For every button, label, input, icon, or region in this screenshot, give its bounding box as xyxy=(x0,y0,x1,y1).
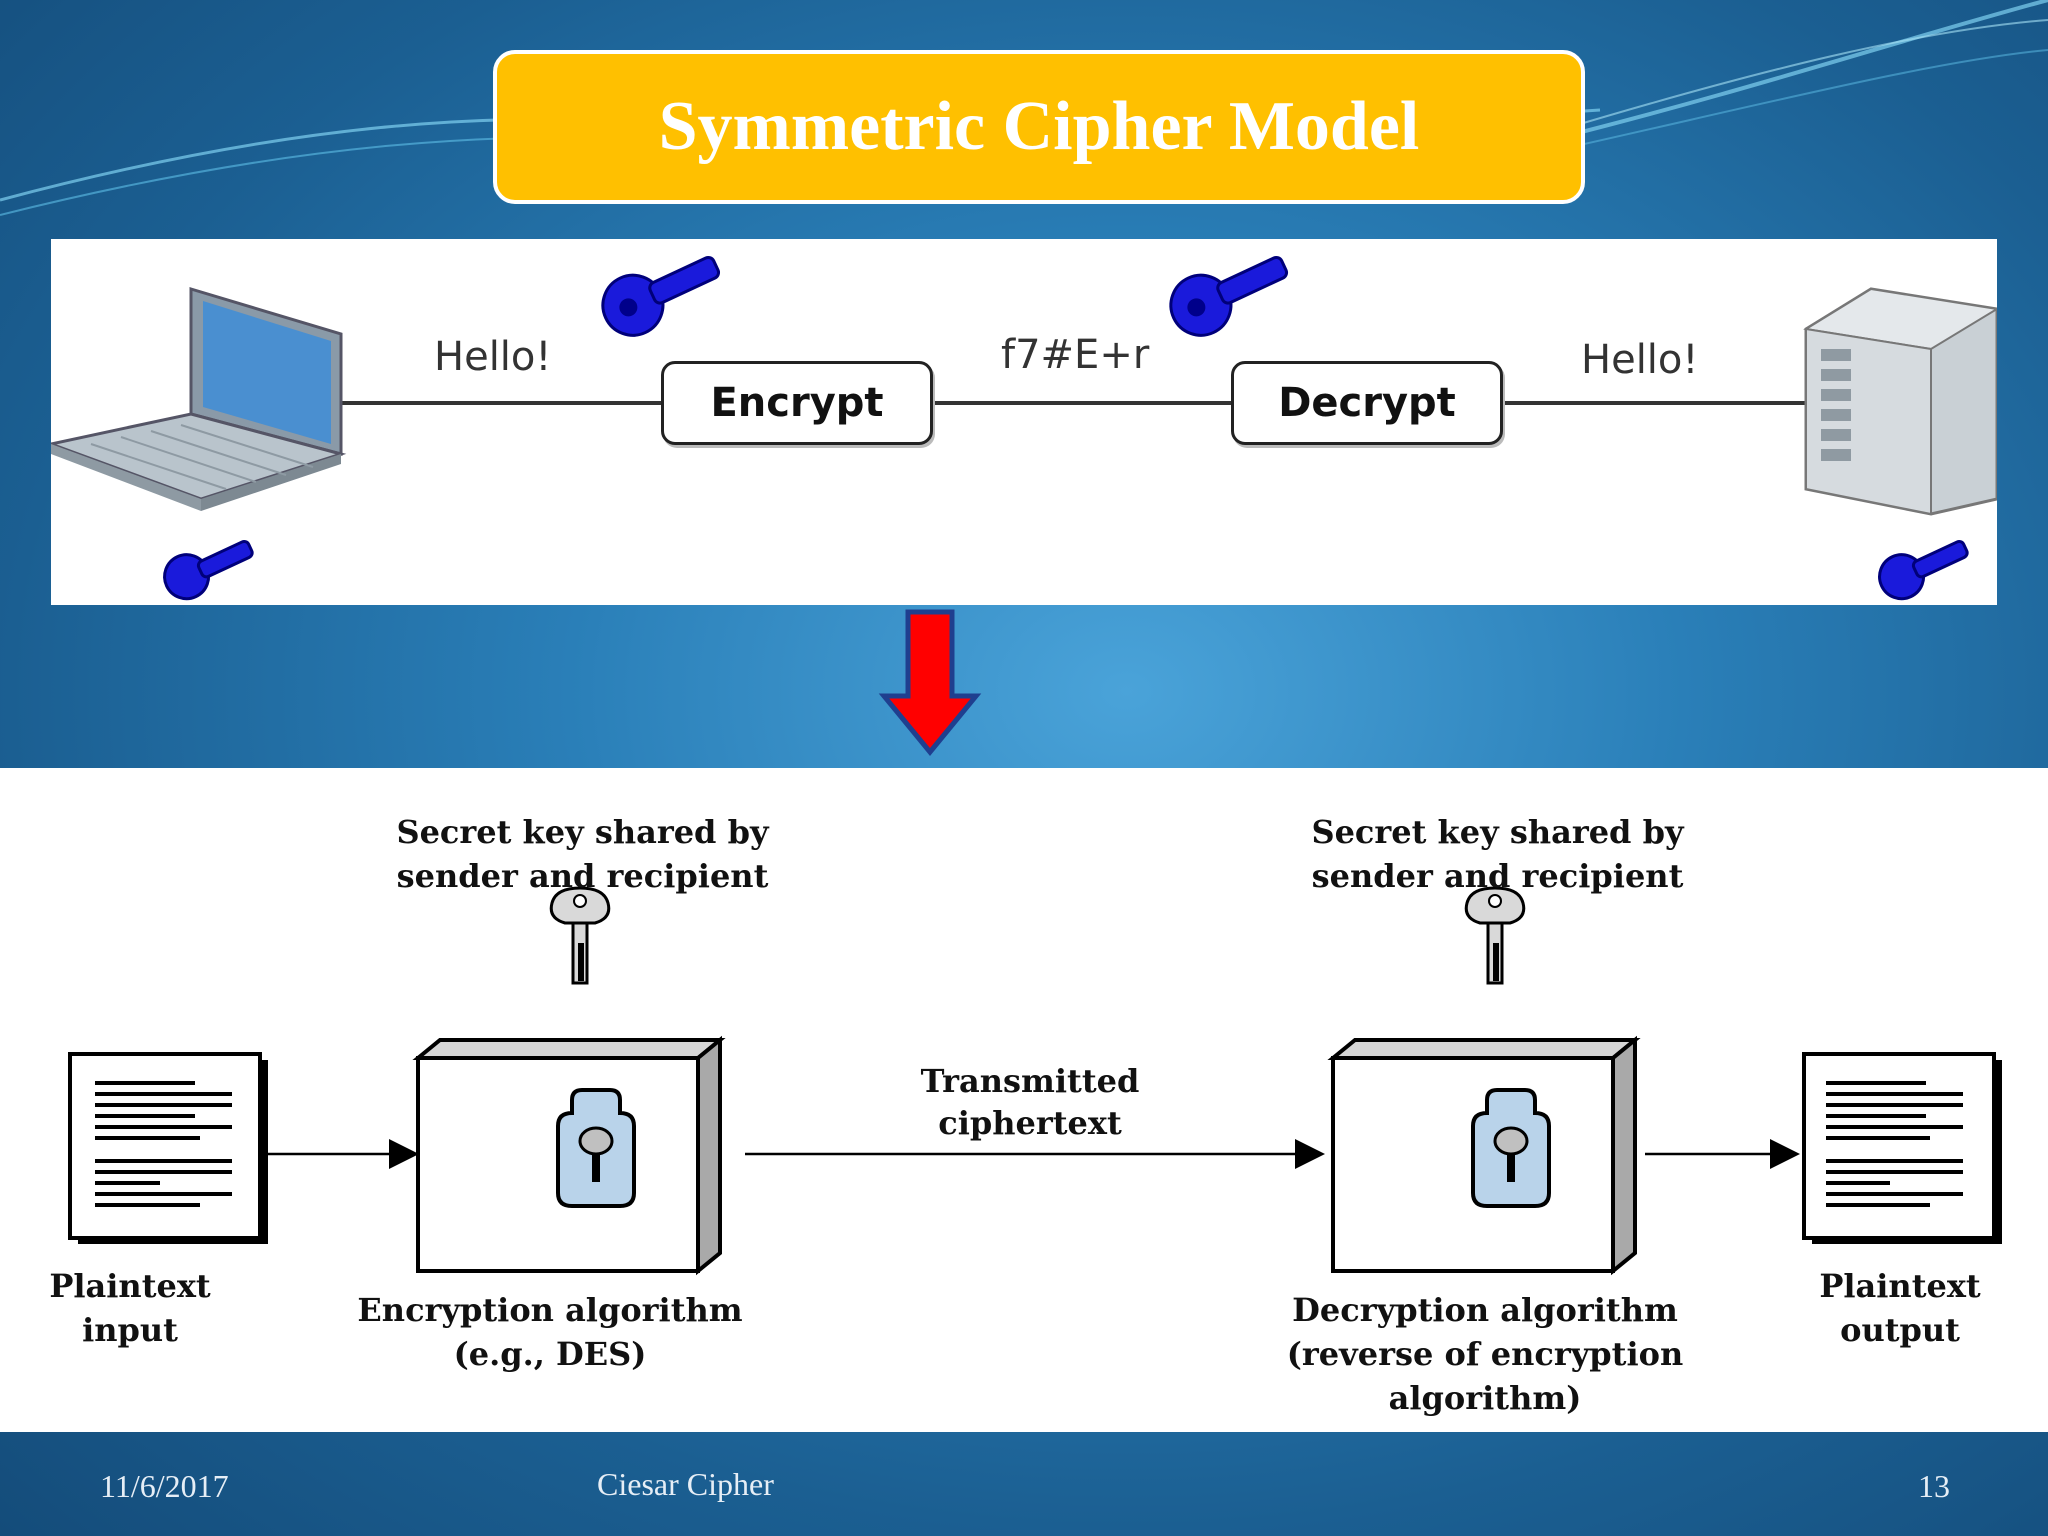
key-icon-encrypt xyxy=(601,255,721,337)
slide-title: Symmetric Cipher Model xyxy=(658,88,1420,165)
encryption-algorithm-line1: Encryption algorithm xyxy=(357,1291,743,1329)
plaintext-input-label: Plaintext input xyxy=(30,1264,230,1352)
plaintext-input-document-icon xyxy=(68,1052,268,1244)
plaintext-right-label: Hello! xyxy=(1581,337,1699,383)
decryption-algorithm-line1: Decryption algorithm xyxy=(1292,1291,1678,1329)
footer-page-number: 13 xyxy=(1918,1468,1950,1504)
network-diagram: Hello! Encrypt f7#E+r Decrypt Hello! xyxy=(51,239,1997,605)
key-icon-recipient xyxy=(1878,539,1969,601)
transmitted-ciphertext-label: Transmitted ciphertext xyxy=(880,1060,1180,1144)
lock-icon-encryption xyxy=(556,1088,636,1208)
plaintext-input-line1: Plaintext xyxy=(49,1267,211,1305)
secret-key-left-line1: Secret key shared by xyxy=(396,813,769,851)
ciphertext-label: f7#E+r xyxy=(1001,332,1150,378)
footer-date: 11/6/2017 xyxy=(100,1468,229,1504)
encryption-algorithm-label: Encryption algorithm (e.g., DES) xyxy=(330,1288,770,1376)
footer-title: Ciesar Cipher xyxy=(597,1466,774,1502)
key-icon-shared-right xyxy=(1464,886,1526,985)
title-banner: Symmetric Cipher Model xyxy=(493,50,1585,204)
plaintext-output-line2: output xyxy=(1840,1311,1960,1349)
decrypt-box: Decrypt xyxy=(1231,361,1503,445)
plaintext-left-label: Hello! xyxy=(434,334,552,380)
secret-key-label-right: Secret key shared by sender and recipien… xyxy=(1285,810,1710,898)
cipher-model-canvas xyxy=(68,886,2002,1276)
network-diagram-canvas xyxy=(51,255,1997,601)
plaintext-output-document-icon xyxy=(1802,1052,2002,1244)
secret-key-left-line2: sender and recipient xyxy=(396,857,769,895)
secret-key-right-line2: sender and recipient xyxy=(1311,857,1684,895)
transmitted-line1: Transmitted xyxy=(920,1062,1140,1100)
key-icon-decrypt xyxy=(1169,255,1289,337)
plaintext-input-line2: input xyxy=(82,1311,178,1349)
key-icon-sender xyxy=(163,539,254,601)
lock-icon-decryption xyxy=(1471,1088,1551,1208)
key-icon-shared-left xyxy=(549,886,611,985)
decryption-algorithm-line3: algorithm) xyxy=(1388,1379,1582,1417)
transmitted-line2: ciphertext xyxy=(938,1104,1122,1142)
plaintext-output-label: Plaintext output xyxy=(1800,1264,2000,1352)
server-icon xyxy=(1803,287,1997,516)
decryption-algorithm-label: Decryption algorithm (reverse of encrypt… xyxy=(1255,1288,1715,1420)
encryption-algorithm-line2: (e.g., DES) xyxy=(453,1335,647,1373)
decryption-algorithm-line2: (reverse of encryption xyxy=(1286,1335,1684,1373)
laptop-icon xyxy=(51,286,347,511)
secret-key-label-left: Secret key shared by sender and recipien… xyxy=(370,810,795,898)
secret-key-right-line1: Secret key shared by xyxy=(1311,813,1684,851)
encrypt-box: Encrypt xyxy=(661,361,933,445)
plaintext-output-line1: Plaintext xyxy=(1819,1267,1981,1305)
down-arrow-icon xyxy=(878,609,982,756)
cipher-model-diagram: Secret key shared by sender and recipien… xyxy=(0,768,2048,1432)
